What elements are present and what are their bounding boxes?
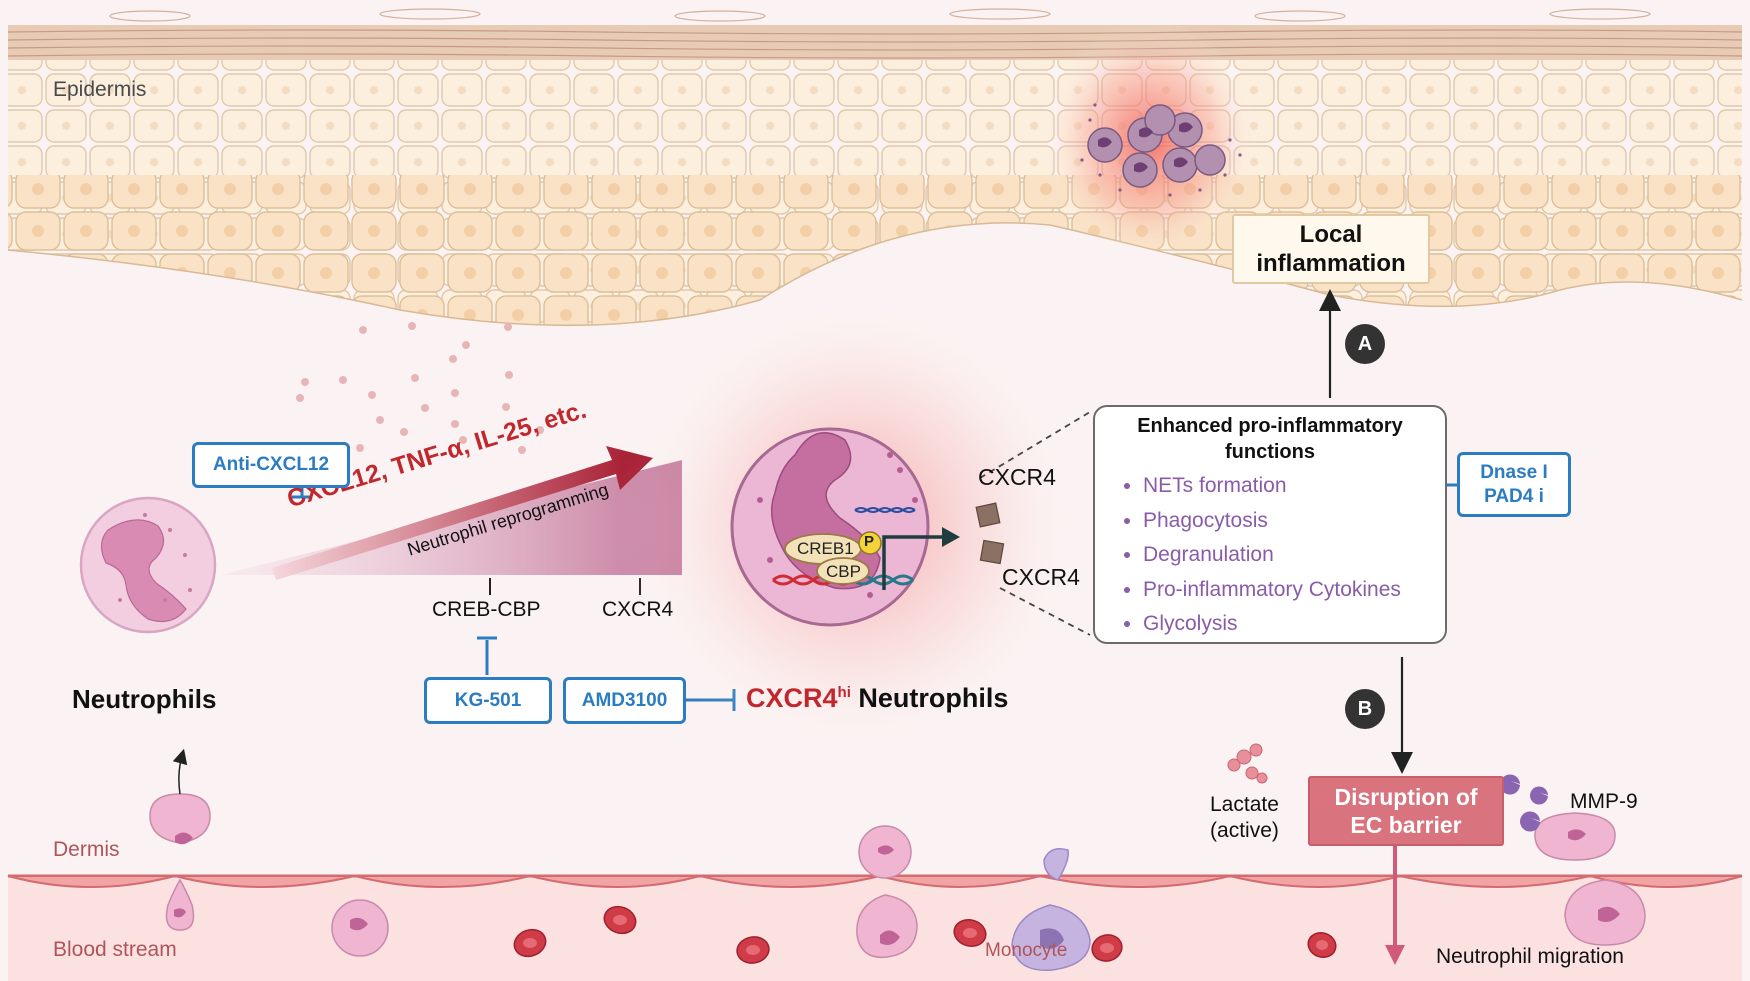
- lactate-line1: Lactate: [1210, 793, 1279, 816]
- phospho-label: P: [864, 533, 875, 550]
- epidermis-label: Epidermis: [53, 78, 147, 101]
- function-item: NETs formation: [1143, 469, 1445, 504]
- disruption-line2: EC barrier: [1350, 812, 1462, 838]
- badge-a: A: [1345, 324, 1385, 364]
- functions-title-line1: Enhanced pro-inflammatory: [1137, 415, 1403, 437]
- function-item: Phagocytosis: [1143, 504, 1445, 539]
- pad4-label: PAD4 i: [1484, 485, 1544, 507]
- functions-title-line2: functions: [1225, 441, 1315, 463]
- cbp-label: CBP: [826, 562, 861, 581]
- dnase-label: Dnase I: [1480, 461, 1548, 483]
- cxcr4hi-sup: hi: [837, 684, 851, 701]
- function-item: Glycolysis: [1143, 607, 1445, 642]
- anti-cxcl12-box: Anti-CXCL12: [192, 442, 350, 488]
- functions-box: Enhanced pro-inflammatory functions NETs…: [1093, 405, 1447, 644]
- dnase-pad4-box: Dnase I PAD4 i: [1457, 452, 1571, 517]
- blood-stream-label: Blood stream: [53, 938, 177, 961]
- functions-title: Enhanced pro-inflammatory functions: [1095, 413, 1445, 465]
- functions-list: NETs formation Phagocytosis Degranulatio…: [1095, 469, 1445, 642]
- function-item: Pro-inflammatory Cytokines: [1143, 573, 1445, 608]
- cxcr4-gene-label: CXCR4: [602, 598, 674, 621]
- dermis-label: Dermis: [53, 838, 120, 861]
- kg501-box: KG-501: [424, 677, 552, 724]
- disruption-box: Disruption of EC barrier: [1308, 776, 1504, 846]
- monocyte-label: Monocyte: [985, 940, 1068, 961]
- lactate-line2: (active): [1210, 819, 1279, 842]
- creb1-label: CREB1: [797, 539, 854, 558]
- local-inflammation-box: Local inflammation: [1232, 214, 1430, 284]
- neutrophils-label: Neutrophils: [72, 684, 217, 714]
- lactate-label: Lactate (active): [1210, 792, 1279, 844]
- local-line2: inflammation: [1256, 250, 1406, 277]
- amd3100-box: AMD3100: [563, 677, 686, 724]
- creb-cbp-label: CREB-CBP: [432, 598, 541, 621]
- cxcr4hi-rest: Neutrophils: [850, 683, 1009, 713]
- receptor-label-bottom: CXCR4: [1002, 564, 1080, 590]
- function-item: Degranulation: [1143, 538, 1445, 573]
- migration-label: Neutrophil migration: [1436, 945, 1624, 968]
- cxcr4hi-main: CXCR4: [746, 683, 838, 713]
- disruption-line1: Disruption of: [1334, 784, 1478, 810]
- local-line1: Local: [1299, 221, 1363, 248]
- cxcr4hi-title: CXCR4hi Neutrophils: [746, 683, 1008, 714]
- receptor-label-top: CXCR4: [978, 464, 1056, 490]
- mmp9-label: MMP-9: [1570, 790, 1638, 813]
- badge-b: B: [1345, 689, 1385, 729]
